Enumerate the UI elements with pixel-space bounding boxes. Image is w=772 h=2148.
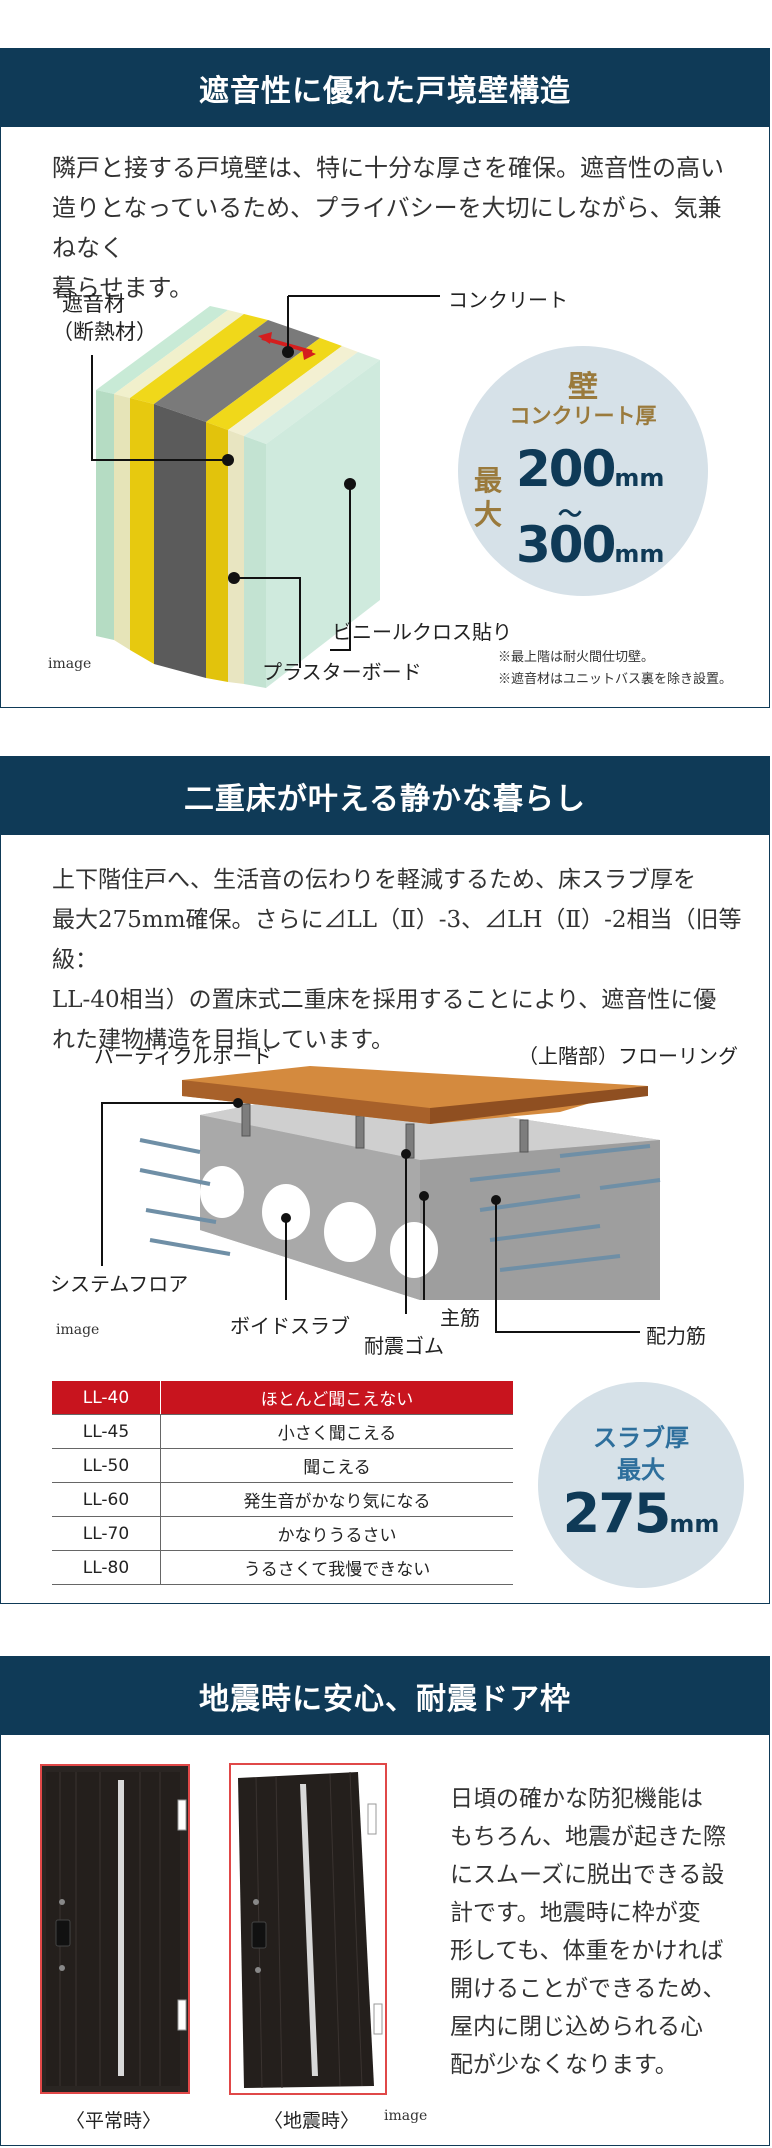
label-line: 遮音材 <box>62 292 125 316</box>
badge-max-label: 最大 <box>617 1456 665 1484</box>
ll-grade-table: LL-40 ほとんど聞こえない LL-45 小さく聞こえる LL-50 聞こえる… <box>52 1381 513 1585</box>
wall-thickness-badge <box>458 346 708 596</box>
label-particleboard: パーティクルボード <box>94 1044 273 1068</box>
badge-value-300: 300mm <box>516 516 664 574</box>
text-line: 形しても、体重をかければ <box>450 1938 724 1964</box>
label-void-slab: ボイドスラブ <box>230 1314 350 1338</box>
table-cell-grade: LL-40 <box>52 1381 161 1415</box>
table-cell-desc: 小さく聞こえる <box>160 1414 513 1449</box>
badge-unit: mm <box>669 1510 720 1538</box>
table-row: LL-40 ほとんど聞こえない <box>52 1381 513 1415</box>
badge-number: 200 <box>516 440 616 498</box>
label-insulation: 遮音材 （断熱材） <box>52 290 157 346</box>
caption-earthquake: 〈地震時〉 <box>264 2110 360 2132</box>
badge-number: 275 <box>562 1482 672 1545</box>
badge-unit: mm <box>614 540 665 568</box>
image-tag: image <box>48 656 92 672</box>
badge-max-char: 最 <box>474 464 503 497</box>
text-line: 隣戸と接する戸境壁は、特に十分な厚さを確保。遮音性の高い <box>52 154 724 182</box>
text-line: 上下階住戸へ、生活音の伝わりを軽減するため、床スラブ厚を <box>52 867 696 893</box>
text-line: 造りとなっているため、プライバシーを大切にしながら、気兼ねなく <box>52 194 722 262</box>
table-cell-grade: LL-60 <box>52 1482 161 1517</box>
label-distribution-rebar: 配力筋 <box>646 1324 706 1348</box>
table-cell-desc: かなりうるさい <box>160 1516 513 1551</box>
table-cell-desc: うるさくて我慢できない <box>160 1550 513 1585</box>
badge-max-label: 最 大 <box>474 464 502 532</box>
label-system-floor: システムフロア <box>50 1272 189 1296</box>
table-cell-grade: LL-45 <box>52 1414 161 1449</box>
text-line: もちろん、地震が起きた際 <box>450 1824 726 1850</box>
table-row: LL-45 小さく聞こえる <box>52 1414 513 1449</box>
label-seismic-rubber: 耐震ゴム <box>364 1334 444 1358</box>
text-line: LL-40相当）の置床式二重床を採用することにより、遮音性に優 <box>52 987 717 1013</box>
table-cell-desc: ほとんど聞こえない <box>160 1381 513 1415</box>
table-row: LL-80 うるさくて我慢できない <box>52 1550 513 1585</box>
table-cell-desc: 発生音がかなり気になる <box>160 1482 513 1517</box>
text-line: 日頃の確かな防犯機能は <box>450 1786 703 1812</box>
badge-value-275: 275mm <box>538 1482 744 1545</box>
text-line: にスムーズに脱出できる設 <box>450 1862 725 1888</box>
badge-tilde: ～ <box>558 500 582 528</box>
badge-max-char: 大 <box>474 498 503 531</box>
slab-thickness-badge <box>538 1382 744 1588</box>
image-tag: image <box>56 1322 100 1338</box>
double-floor-illustration <box>101 1066 661 1333</box>
text-line: 屋内に閉じ込められる心 <box>450 2014 703 2040</box>
badge-wall-label: 壁 <box>568 370 598 405</box>
note-top-floor: ※最上階は耐火間仕切壁。 <box>498 650 655 665</box>
table-cell-grade: LL-50 <box>52 1448 161 1483</box>
badge-slab-label: スラブ厚 <box>593 1424 689 1452</box>
section-description: 日頃の確かな防犯機能は もちろん、地震が起きた際 にスムーズに脱出できる設 計で… <box>450 1780 750 2084</box>
caption-normal: 〈平常時〉 <box>66 2110 162 2132</box>
table-row: LL-70 かなりうるさい <box>52 1516 513 1551</box>
badge-concrete-thickness-label: コンクリート厚 <box>509 404 657 428</box>
text-line: 暮らせます。 <box>52 274 194 302</box>
image-tag: image <box>384 2108 428 2124</box>
text-line: 開けることができるため、 <box>450 1976 726 2002</box>
label-vinyl-cloth: ビニールクロス貼り <box>332 620 512 644</box>
text-line: 計です。地震時に枠が変 <box>450 1900 701 1926</box>
section-description: 上下階住戸へ、生活音の伝わりを軽減するため、床スラブ厚を 最大275mm確保。さ… <box>52 860 742 1060</box>
badge-unit: mm <box>614 464 665 492</box>
text-line: 配が少なくなります。 <box>450 2052 678 2078</box>
text-line: 最大275mm確保。さらに⊿LL（Ⅱ）-3、⊿LH（Ⅱ）-2相当（旧等級： <box>52 907 742 973</box>
label-main-rebar: 主筋 <box>440 1306 480 1330</box>
badge-value-200: 200mm <box>516 440 664 498</box>
table-row: LL-50 聞こえる <box>52 1448 513 1483</box>
table-cell-desc: 聞こえる <box>160 1448 513 1483</box>
table-row: LL-60 発生音がかなり気になる <box>52 1482 513 1517</box>
label-flooring: （上階部）フローリング <box>518 1044 738 1068</box>
table-cell-grade: LL-70 <box>52 1516 161 1551</box>
section-title: 遮音性に優れた戸境壁構造 <box>1 49 769 127</box>
section-title: 二重床が叶える静かな暮らし <box>1 757 769 835</box>
wall-structure-illustration <box>91 295 440 688</box>
label-plasterboard: プラスターボード <box>262 660 422 684</box>
label-concrete: コンクリート <box>448 288 568 312</box>
badge-number: 300 <box>516 516 616 574</box>
text-line: れた建物構造を目指しています。 <box>52 1027 395 1053</box>
label-line: （断熱材） <box>52 320 157 344</box>
note-insulation: ※遮音材はユニットバス裏を除き設置。 <box>498 672 733 687</box>
section-title: 地震時に安心、耐震ドア枠 <box>1 1657 769 1735</box>
table-cell-grade: LL-80 <box>52 1550 161 1585</box>
section-description: 隣戸と接する戸境壁は、特に十分な厚さを確保。遮音性の高い 造りとなっているため、… <box>52 148 732 308</box>
